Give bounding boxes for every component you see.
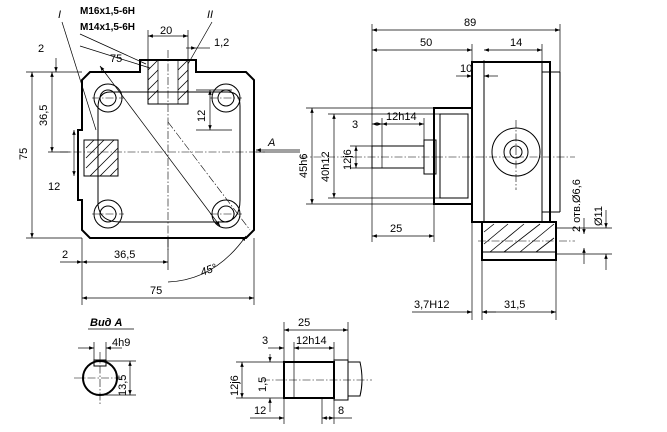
label-dim-10: 10 — [460, 63, 472, 75]
label-thread-m16: M16x1,5-6H — [80, 6, 135, 17]
label-detail-dim-8: 8 — [338, 405, 344, 417]
label-dim-d11: Ø11 — [593, 206, 605, 226]
label-dim-36-5-v: 36,5 — [38, 105, 50, 126]
label-angle-45: 45° — [199, 262, 219, 279]
housing-outline — [77, 59, 255, 239]
label-detail-dim-25: 25 — [298, 317, 310, 329]
label-arrow-A: A — [267, 137, 275, 149]
label-dim-50: 50 — [420, 37, 432, 49]
label-dim-36-5-h: 36,5 — [114, 249, 135, 261]
label-dim-3-7h12: 3,7H12 — [414, 299, 449, 311]
label-dim-14: 14 — [510, 37, 522, 49]
shaft-detail — [236, 322, 372, 424]
left-port-hatch — [85, 139, 119, 177]
flange — [433, 107, 473, 205]
label-dim-1-2: 1,2 — [214, 37, 229, 49]
label-dim-25-side: 25 — [390, 223, 402, 235]
label-roman-I: I — [58, 9, 61, 21]
label-holes-note: 2 отв.Ø6,6 — [571, 179, 583, 232]
front-view — [26, 21, 300, 305]
label-dim-12j6-side: 12j6 — [342, 149, 354, 170]
label-dim-75-diag: 75 — [110, 53, 122, 65]
label-dim-2-top: 2 — [38, 43, 44, 55]
label-roman-II: II — [207, 9, 213, 21]
label-dim-12h14-side: 12h14 — [386, 111, 417, 123]
label-dim-13-5: 13,5 — [117, 375, 129, 396]
label-dim-20: 20 — [160, 25, 172, 37]
label-dim-31-5: 31,5 — [504, 299, 525, 311]
label-dim-12-left: 12 — [48, 181, 60, 193]
label-detail-dim-1-5: 1,5 — [257, 377, 269, 392]
bottom-boss-hatch — [483, 223, 555, 253]
label-detail-dim-12: 12 — [254, 405, 266, 417]
label-detail-dim-3: 3 — [262, 335, 268, 347]
label-dim-89: 89 — [464, 17, 476, 29]
label-dim-75-v: 75 — [18, 148, 30, 160]
label-dim-2-bottom: 2 — [62, 249, 68, 261]
label-dim-3-side: 3 — [352, 119, 358, 131]
label-dim-45h6: 45h6 — [298, 154, 310, 178]
labels: I II M16x1,5-6H M14x1,5-6H 20 1,2 2 75 3… — [18, 6, 605, 417]
label-thread-m14: M14x1,5-6H — [80, 22, 135, 33]
label-detail-dim-12j6: 12j6 — [229, 375, 241, 396]
side-view — [300, 24, 612, 320]
label-dim-75-h: 75 — [150, 285, 162, 297]
label-dim-4h9: 4h9 — [112, 337, 130, 349]
view-a — [74, 342, 136, 404]
label-detail-dim-12h14: 12h14 — [296, 335, 327, 347]
label-dim-12-right: 12 — [196, 110, 208, 122]
label-dim-40h12: 40h12 — [320, 151, 332, 182]
view-a-title: Вид A — [90, 317, 123, 329]
